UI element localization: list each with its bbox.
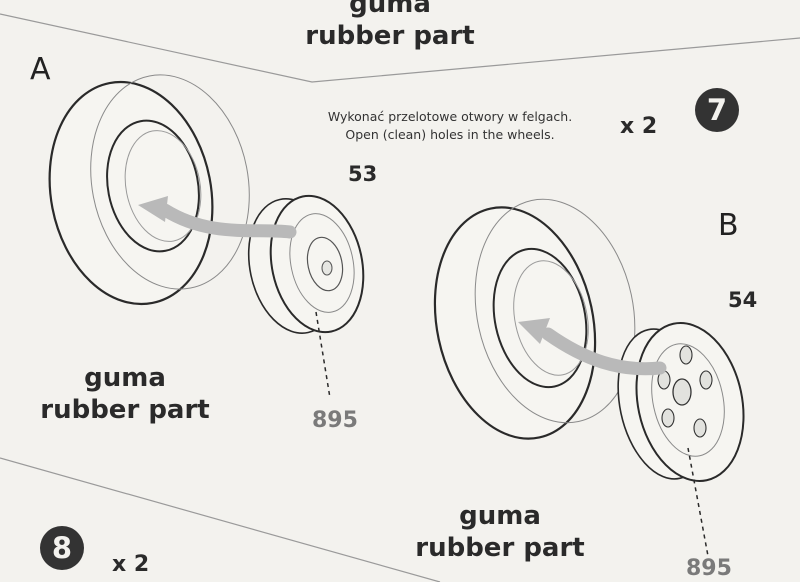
note-polish: Wykonać przelotowe otwory w felgach.	[327, 109, 573, 124]
assembly-a-rubber-label: guma rubber part	[40, 362, 210, 426]
assembly-b-rubber-label: guma rubber part	[415, 500, 585, 564]
step-7-note: Wykonać przelotowe otwory w felgach. Ope…	[300, 108, 600, 144]
hub-53	[247, 194, 365, 334]
step-8-number: 8	[51, 531, 73, 565]
step-7-badge: 7	[695, 88, 739, 132]
tire-b	[433, 198, 636, 440]
hub-54	[617, 322, 745, 482]
leader-54	[687, 447, 709, 557]
assembly-b-label-line2: rubber part	[415, 533, 585, 563]
assembly-a-label-line2: rubber part	[40, 395, 210, 425]
part-number-54: 54	[728, 288, 758, 312]
tire-a	[48, 74, 250, 306]
panel-divider-lower	[0, 457, 441, 582]
part-number-53: 53	[348, 162, 378, 186]
panel-divider-upper	[0, 13, 800, 83]
step-8-badge: 8	[40, 526, 84, 570]
step-8-multiplier: x 2	[112, 552, 150, 577]
top-rubber-label: guma rubber part	[300, 0, 480, 52]
assembly-a-label-line1: guma	[84, 363, 166, 393]
color-code-b: 895	[686, 556, 732, 581]
color-code-a: 895	[312, 408, 358, 433]
assembly-a-letter: A	[30, 52, 51, 87]
top-label-line2: rubber part	[305, 21, 475, 51]
leader-53	[315, 311, 331, 399]
step-7-number: 7	[706, 93, 728, 127]
top-label-line1: guma	[349, 0, 431, 19]
assembly-b-letter: B	[718, 208, 739, 243]
step-7-multiplier: x 2	[620, 114, 658, 139]
assembly-b-label-line1: guma	[459, 501, 541, 531]
note-english: Open (clean) holes in the wheels.	[345, 127, 555, 142]
arrow-b	[541, 327, 667, 376]
arrow-a	[158, 203, 297, 239]
